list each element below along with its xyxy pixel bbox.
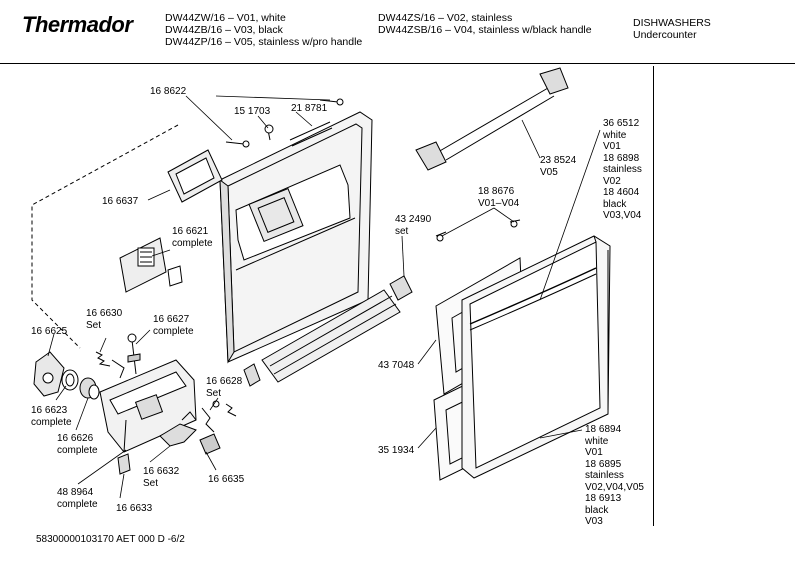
label-36-6512: 36 6512 white V01 18 6898 stainless V02 … xyxy=(603,118,642,221)
screw-15-1703 xyxy=(264,124,274,141)
label-16-6623: 16 6623 complete xyxy=(31,405,72,428)
springs-16-6628 xyxy=(201,400,237,433)
label-21-8781: 21 8781 xyxy=(291,103,328,114)
rail-43-2490 xyxy=(243,275,413,387)
label-18-6894: 18 6894 white V01 18 6895 stainless V02,… xyxy=(585,424,644,527)
label-16-6633: 16 6633 xyxy=(116,503,153,514)
brand-logo: Thermador xyxy=(22,12,133,37)
label-48-8964: 48 8964 complete xyxy=(57,487,98,510)
label-16-6621: 16 6621 complete xyxy=(172,226,213,249)
spring-16-6630 xyxy=(95,351,125,379)
gasket-16-6637 xyxy=(167,149,223,203)
screw-16-8622 xyxy=(225,98,344,148)
lever-16-6632 xyxy=(159,411,197,447)
label-15-1703: 15 1703 xyxy=(234,106,271,117)
label-43-2490: 43 2490 set xyxy=(395,214,432,237)
assembly-dashed-line xyxy=(31,124,179,349)
leader-lines xyxy=(47,95,601,499)
knob-16-6625 xyxy=(33,351,65,397)
valve-16-6627 xyxy=(127,333,141,375)
label-23-8524: 23 8524 V05 xyxy=(540,155,577,178)
model-list-1: DW44ZW/16 – V01, white DW44ZB/16 – V03, … xyxy=(165,12,363,48)
label-16-6626: 16 6626 complete xyxy=(57,433,98,456)
label-16-6625: 16 6625 xyxy=(31,326,68,337)
label-16-6630: 16 6630 Set xyxy=(86,308,123,331)
label-16-6627: 16 6627 complete xyxy=(153,314,194,337)
handle-23-8524 xyxy=(415,67,569,171)
screw-18-8676 xyxy=(435,219,521,242)
header-divider xyxy=(0,63,795,64)
cap-16-6626 xyxy=(79,377,100,400)
ring-16-6623 xyxy=(61,369,79,391)
label-16-6632: 16 6632 Set xyxy=(143,466,180,489)
label-16-6628: 16 6628 Set xyxy=(206,376,243,399)
document-code: 58300000103170 AET 000 D -6/2 xyxy=(36,534,185,545)
inner-door-panel xyxy=(219,111,373,364)
label-35-1934: 35 1934 xyxy=(378,445,415,456)
cover-16-6621 xyxy=(119,237,183,293)
label-16-8622: 16 8622 xyxy=(150,86,187,97)
label-43-7048: 43 7048 xyxy=(378,360,415,371)
model-list-2: DW44ZS/16 – V02, stainless DW44ZSB/16 – … xyxy=(378,12,592,36)
label-18-8676: 18 8676 V01–V04 xyxy=(478,186,520,209)
label-16-6637: 16 6637 xyxy=(102,196,139,207)
category-label: DISHWASHERS Undercounter xyxy=(633,17,711,41)
column-divider xyxy=(653,66,654,526)
outer-panel-18-6894 xyxy=(461,235,611,479)
switch-16-6635 xyxy=(199,433,221,455)
label-16-6635: 16 6635 xyxy=(208,474,245,485)
clip-16-6633 xyxy=(117,453,131,475)
